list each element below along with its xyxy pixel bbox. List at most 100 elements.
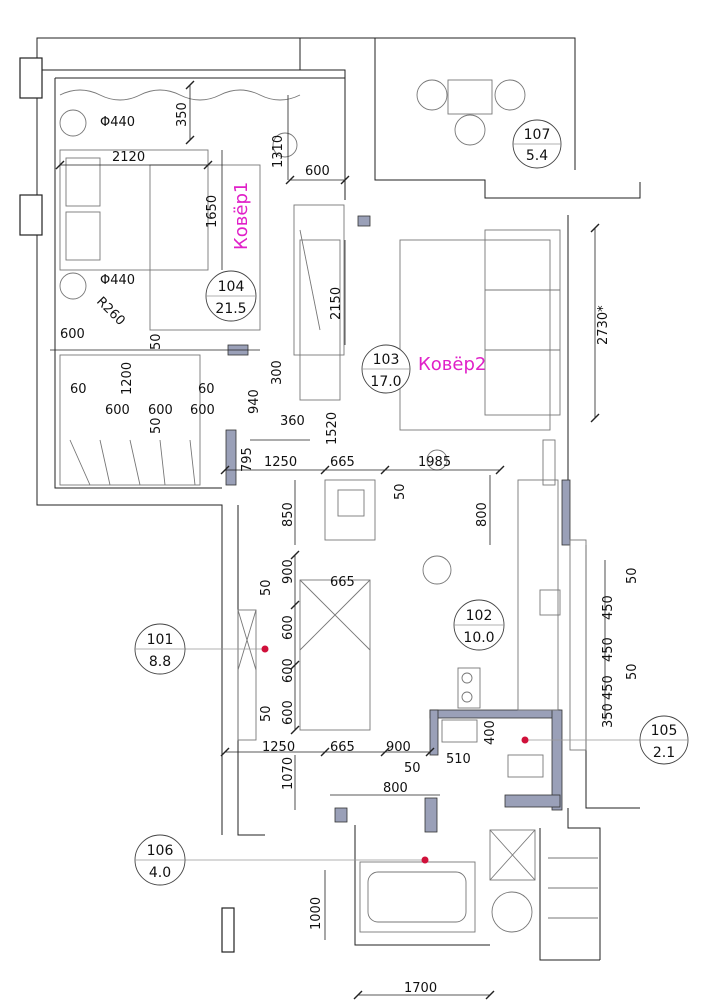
svg-text:4.0: 4.0 xyxy=(149,865,171,881)
dim-450-a: 450 xyxy=(601,595,616,620)
dimension-lines xyxy=(50,85,606,996)
dim-2120: 2120 xyxy=(112,150,145,165)
dim-phi440-bottom: Φ440 xyxy=(100,273,135,288)
dim-50-r1: 50 xyxy=(625,567,640,584)
living-rug xyxy=(399,239,551,431)
dim-800-a: 800 xyxy=(475,502,490,527)
svg-text:17.0: 17.0 xyxy=(370,374,401,390)
dim-600-bed: 600 xyxy=(305,164,330,179)
dim-1250-b: 1250 xyxy=(262,740,295,755)
washing-machine xyxy=(491,891,533,933)
room-label-106: 106 4.0 xyxy=(134,834,186,886)
toilet xyxy=(507,754,544,778)
svg-text:103: 103 xyxy=(373,352,400,368)
room-label-104: 104 21.5 xyxy=(205,270,257,322)
marker-105 xyxy=(521,736,529,744)
dim-600-a: 600 xyxy=(105,403,130,418)
kitchen-counter xyxy=(517,479,559,711)
dim-450-b: 450 xyxy=(601,637,616,662)
sofa xyxy=(484,229,561,416)
room-label-105: 105 2.1 xyxy=(639,715,689,765)
marker-106 xyxy=(421,856,429,864)
svg-text:8.8: 8.8 xyxy=(149,654,171,670)
svg-text:5.4: 5.4 xyxy=(526,148,548,164)
dim-1650: 1650 xyxy=(205,195,220,228)
dim-1250-a: 1250 xyxy=(264,455,297,470)
dim-510: 510 xyxy=(446,752,471,767)
dim-665-a: 665 xyxy=(330,455,355,470)
dim-360: 360 xyxy=(280,414,305,429)
nightstand-top xyxy=(59,109,87,137)
dim-2730: 2730* xyxy=(596,305,611,345)
room-label-107: 107 5.4 xyxy=(512,119,562,169)
dim-1070: 1070 xyxy=(281,757,296,790)
dim-50-c: 50 xyxy=(393,483,408,500)
dim-400: 400 xyxy=(483,720,498,745)
entry-wardrobe xyxy=(299,579,371,731)
tv-unit xyxy=(299,239,341,401)
dim-1310: 1310 xyxy=(271,135,286,168)
dim-600-f: 600 xyxy=(281,700,296,725)
balcony-chair-2 xyxy=(494,79,526,111)
dim-940: 940 xyxy=(247,389,262,414)
dining-table xyxy=(324,479,376,541)
nightstand-bottom xyxy=(59,272,87,300)
dim-1700: 1700 xyxy=(404,981,437,996)
dim-800-b: 800 xyxy=(383,781,408,796)
dim-350: 350 xyxy=(175,102,190,127)
wardrobe xyxy=(293,204,345,356)
dim-1000: 1000 xyxy=(309,897,324,930)
marker-101 xyxy=(261,645,269,653)
balcony-chair-3 xyxy=(454,114,486,146)
dim-50-e: 50 xyxy=(259,705,274,722)
dim-1520: 1520 xyxy=(325,412,340,445)
balcony-chair-1 xyxy=(416,79,448,111)
dim-60-a: 60 xyxy=(70,382,87,397)
dim-60-b: 60 xyxy=(198,382,215,397)
dim-1985: 1985 xyxy=(418,455,451,470)
dim-50-f: 50 xyxy=(404,761,421,776)
dim-2150: 2150 xyxy=(329,287,344,320)
stove xyxy=(457,667,481,709)
dim-900-a: 900 xyxy=(281,559,296,584)
dimension-ticks xyxy=(55,80,600,1000)
svg-text:107: 107 xyxy=(524,127,551,143)
dim-50-b: 50 xyxy=(149,417,164,434)
walls xyxy=(19,37,641,961)
dim-300: 300 xyxy=(270,360,285,385)
bed xyxy=(59,149,209,271)
svg-text:104: 104 xyxy=(218,279,245,295)
rug-label-2: Ковёр2 xyxy=(418,354,486,375)
chair xyxy=(272,132,298,158)
dimension-labels: 350 1310 600 2120 1650 Φ440 Φ440 R260 60… xyxy=(60,102,640,996)
svg-text:105: 105 xyxy=(651,723,678,739)
furniture xyxy=(59,79,598,933)
rug-labels: Ковёр1 Ковёр2 xyxy=(231,182,486,375)
room-label-102: 102 10.0 xyxy=(453,599,505,651)
dim-665-b: 665 xyxy=(330,575,355,590)
dim-850: 850 xyxy=(281,502,296,527)
wc-sink xyxy=(441,719,478,743)
dim-600-b: 600 xyxy=(148,403,173,418)
dim-795: 795 xyxy=(240,447,255,472)
dim-600-left: 600 xyxy=(60,327,85,342)
room-label-101: 101 8.8 xyxy=(134,623,186,675)
svg-text:10.0: 10.0 xyxy=(463,630,494,646)
svg-text:101: 101 xyxy=(147,632,174,648)
rug-label-1: Ковёр1 xyxy=(231,182,252,250)
dim-600-c: 600 xyxy=(190,403,215,418)
bathtub xyxy=(359,861,476,933)
leaders xyxy=(185,645,640,864)
svg-text:106: 106 xyxy=(147,843,174,859)
hall-shelf xyxy=(237,609,257,741)
dim-600-e: 600 xyxy=(281,658,296,683)
room-label-103: 103 17.0 xyxy=(361,344,411,394)
dim-665-c: 665 xyxy=(330,740,355,755)
dim-350-r: 350 xyxy=(601,703,616,728)
shower xyxy=(489,829,536,881)
dim-phi440-top: Φ440 xyxy=(100,115,135,130)
dim-600-d: 600 xyxy=(281,615,296,640)
dim-900-b: 900 xyxy=(386,740,411,755)
dim-r260: R260 xyxy=(93,294,128,329)
